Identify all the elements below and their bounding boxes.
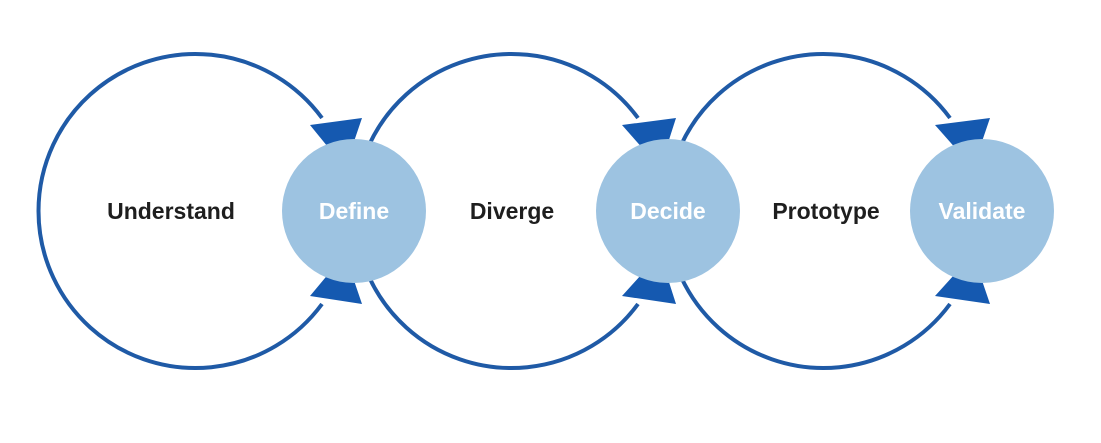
- loop-ring-understand: [36, 52, 324, 370]
- node-decide: Decide: [596, 139, 740, 283]
- node-circle-define: [282, 139, 426, 283]
- stage-label-understand: Understand: [107, 198, 235, 224]
- node-circle-decide: [596, 139, 740, 283]
- stage-label-prototype: Prototype: [772, 198, 879, 224]
- node-define: Define: [282, 139, 426, 283]
- stage-label-diverge: Diverge: [470, 198, 554, 224]
- node-label-decide: Decide: [630, 198, 705, 224]
- node-label-validate: Validate: [939, 198, 1026, 224]
- node-label-define: Define: [319, 198, 389, 224]
- node-circle-validate: [910, 139, 1054, 283]
- node-validate: Validate: [910, 139, 1054, 283]
